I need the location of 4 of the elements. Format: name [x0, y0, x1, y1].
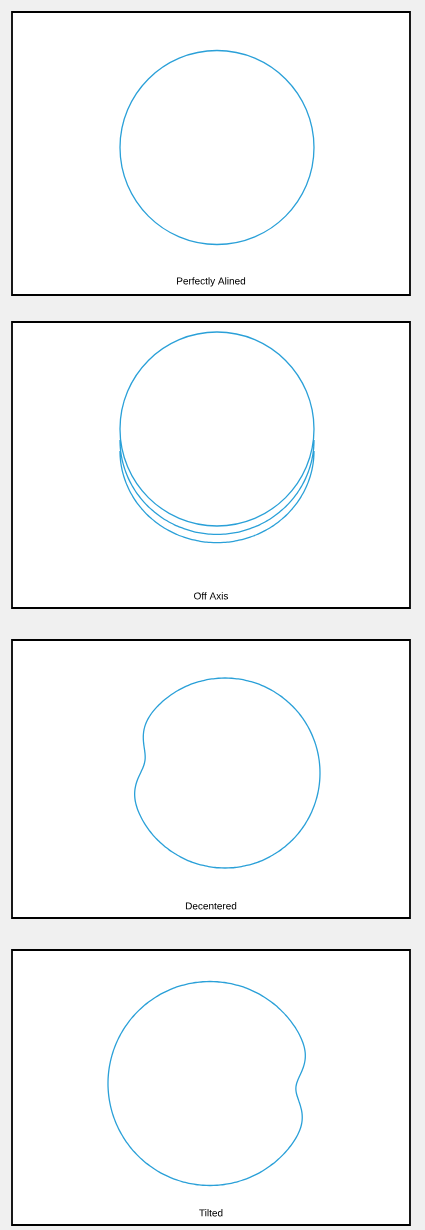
panel-label: Decentered	[185, 902, 237, 910]
panel-label: Tilted	[199, 1209, 223, 1217]
panel-label: Off Axis	[194, 592, 229, 600]
panel-label: Perfectly Alined	[177, 277, 246, 287]
